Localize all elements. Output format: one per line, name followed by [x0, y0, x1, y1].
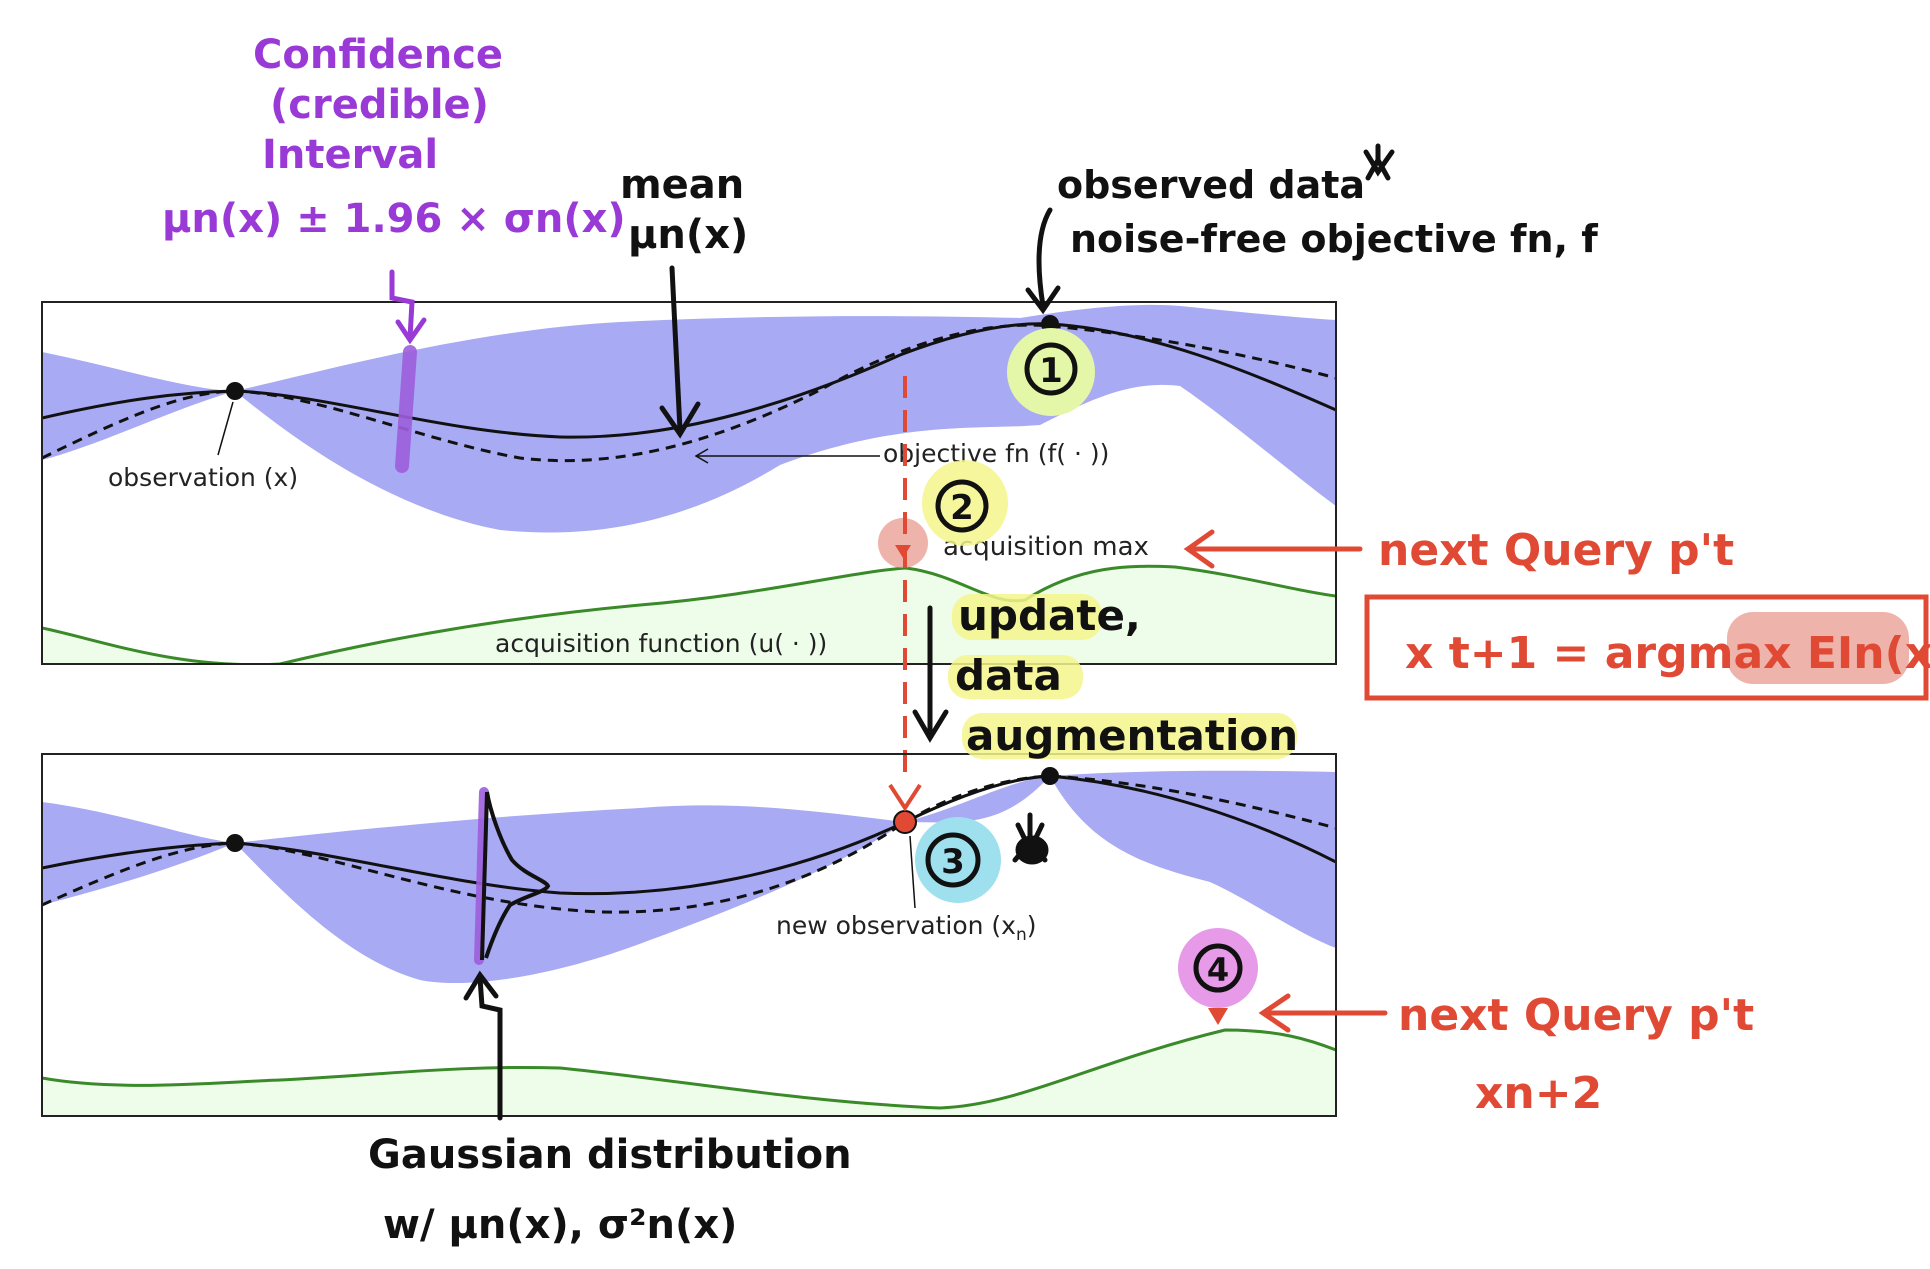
bottom-acquisition-fill	[42, 1030, 1336, 1116]
next-query-1-annotation: next Query p't	[1183, 525, 1734, 576]
step-2-number: 2	[950, 488, 974, 528]
bottom-objective-curve	[42, 774, 1336, 914]
objective-fn-label: objective fn (f( · ))	[883, 439, 1109, 468]
argmax-formula: x t+1 = argmax EIn(xt)	[1405, 628, 1930, 679]
observed-data-annotation: observed data noise-free objective fn, f	[1025, 143, 1598, 315]
confidence-formula: μn(x) ± 1.96 × σn(x)	[162, 196, 626, 242]
new-observation-pointer	[909, 835, 916, 909]
next-query-1-arrowhead	[1183, 529, 1215, 569]
step-3-badge	[925, 832, 981, 888]
top-plot-frame	[41, 301, 1337, 665]
mean-arrowhead	[659, 401, 701, 439]
next-query-2-annotation: next Query p't xn+2	[1258, 990, 1754, 1119]
step-1-number: 1	[1039, 351, 1063, 391]
confidence-arrowhead	[395, 317, 427, 345]
bottom-panel: 3 new observation (xn) 4	[41, 753, 1337, 1117]
bottom-acquisition-curve	[42, 1028, 1336, 1110]
gaussian-axis-line	[480, 791, 489, 961]
new-observation-label: new observation (xn)	[776, 911, 1037, 945]
gaussian-formula: w/ μn(x), σ²n(x)	[383, 1202, 737, 1248]
confidence-annotation: Confidence (credible) Interval μn(x) ± 1…	[162, 32, 626, 345]
argmax-annotation: x t+1 = argmax EIn(xt)	[1364, 594, 1930, 701]
bottom-observation-point-1	[226, 834, 244, 852]
observed-data-subtitle: noise-free objective fn, f	[1070, 217, 1598, 261]
observed-data-title: observed data	[1057, 163, 1365, 207]
update-highlight-1	[952, 594, 1102, 640]
observation-label: observation (x)	[108, 463, 298, 492]
acquisition-max-highlight	[878, 518, 928, 568]
confidence-title-line3: Interval	[262, 132, 438, 178]
update-arrowhead	[912, 709, 949, 743]
acquisition-function-label: acquisition function (u( · ))	[495, 629, 827, 658]
bottom-plot-frame	[41, 753, 1337, 1117]
top-acquisition-curve	[42, 564, 1336, 664]
mean-arrow	[669, 265, 683, 433]
gaussian-arrowhead	[463, 970, 499, 1001]
gaussian-distribution-curve	[484, 791, 551, 959]
step-1-badge	[1024, 342, 1078, 396]
confidence-arrow	[389, 269, 415, 341]
new-observation-point	[893, 810, 917, 834]
mean-title: mean	[620, 162, 744, 208]
bottom-observation-point-2	[1041, 767, 1059, 785]
confidence-interval-bar	[395, 345, 417, 473]
top-panel: observation (x) objective fn (f( · )) ac…	[41, 301, 1337, 782]
step-2-badge	[935, 479, 989, 533]
mean-annotation: mean μn(x)	[620, 162, 748, 439]
next-query-marker	[1208, 1008, 1228, 1025]
argmax-ei-highlight	[1727, 612, 1909, 684]
next-query-2-formula: xn+2	[1475, 1068, 1602, 1119]
observed-data-arrow	[1036, 207, 1053, 309]
mean-formula: μn(x)	[628, 212, 748, 258]
step-4-number: 4	[1207, 951, 1229, 989]
observation-pointer	[217, 401, 234, 456]
query-dashed-arrowhead	[888, 783, 922, 812]
update-highlight-2	[948, 655, 1083, 699]
next-query-2-label: next Query p't	[1398, 990, 1754, 1041]
observed-hand-icon	[1363, 143, 1395, 181]
update-line-3: augmentation	[966, 711, 1298, 760]
update-line-1: update,	[958, 591, 1141, 640]
argmax-box	[1364, 594, 1929, 701]
observed-data-arrowhead	[1025, 285, 1061, 315]
update-line-2: data	[955, 651, 1062, 700]
objective-fn-arrowhead	[694, 448, 709, 464]
confidence-title-line2: (credible)	[270, 82, 489, 128]
bottom-confidence-band	[42, 770, 1336, 984]
top-observation-point-1	[226, 382, 244, 400]
step-4-highlight	[1178, 928, 1258, 1008]
hand-icon	[1012, 812, 1049, 865]
update-annotation: update, data augmentation	[912, 591, 1298, 760]
step-1-highlight	[1007, 328, 1095, 416]
gaussian-purple-bar	[474, 787, 489, 965]
gaussian-arrow	[477, 975, 503, 1121]
gaussian-title: Gaussian distribution	[368, 1132, 852, 1178]
step-4-badge	[1193, 943, 1243, 993]
gaussian-annotation: Gaussian distribution w/ μn(x), σ²n(x)	[368, 970, 852, 1248]
next-query-1-label: next Query p't	[1378, 525, 1734, 576]
next-query-2-arrowhead	[1258, 993, 1291, 1033]
confidence-title-line1: Confidence	[253, 32, 503, 78]
update-highlight-3	[962, 713, 1297, 759]
step-3-number: 3	[941, 842, 965, 882]
